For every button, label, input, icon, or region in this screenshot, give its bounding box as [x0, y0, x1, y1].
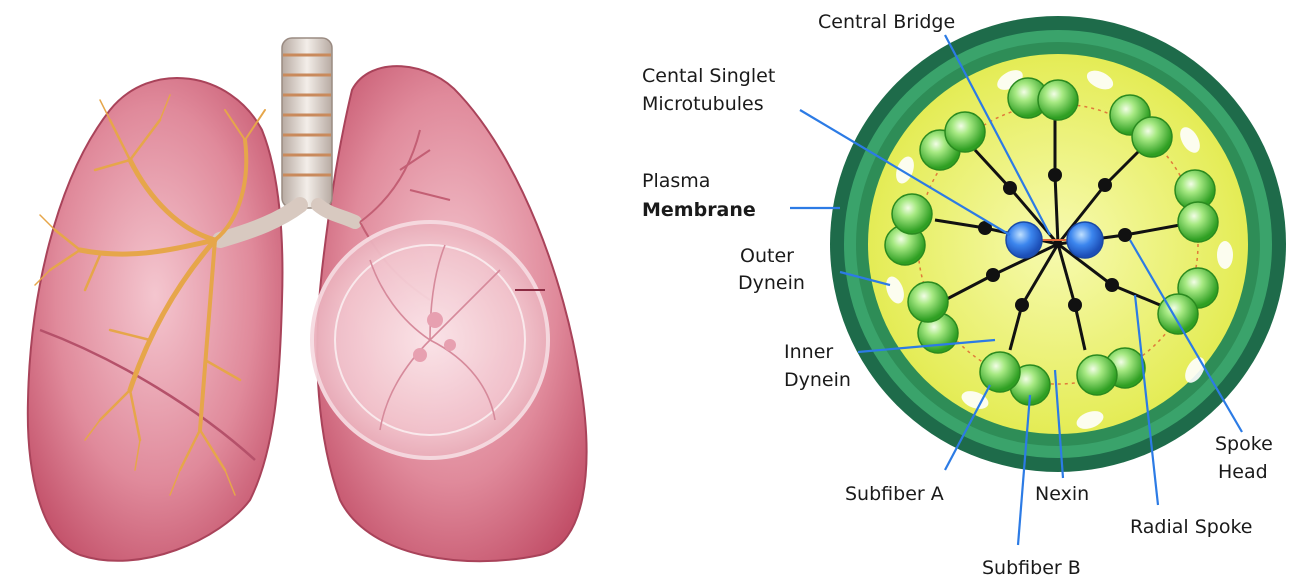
label-plasma-2: Membrane: [642, 199, 756, 221]
label-central-singlet-1: Cental Singlet: [642, 65, 775, 87]
label-plasma-1: Plasma: [642, 170, 710, 192]
label-spoke-head-2: Head: [1218, 461, 1268, 483]
central-singlet-right: [1067, 222, 1103, 258]
label-inner-dynein-1: Inner: [784, 341, 833, 363]
label-outer-dynein-1: Outer: [740, 245, 794, 267]
label-outer-dynein-2: Dynein: [738, 272, 805, 294]
label-central-singlet-2: Microtubules: [642, 93, 764, 115]
central-singlet-left: [1006, 222, 1042, 258]
label-spoke-head-1: Spoke: [1215, 433, 1273, 455]
label-nexin: Nexin: [1035, 483, 1089, 505]
label-subfiber-b: Subfiber B: [982, 557, 1081, 579]
doublet-1: [1008, 78, 1078, 120]
label-central-bridge: Central Bridge: [818, 11, 955, 33]
label-inner-dynein-2: Dynein: [784, 369, 851, 391]
label-subfiber-a: Subfiber A: [845, 483, 944, 505]
label-radial-spoke: Radial Spoke: [1130, 516, 1253, 538]
